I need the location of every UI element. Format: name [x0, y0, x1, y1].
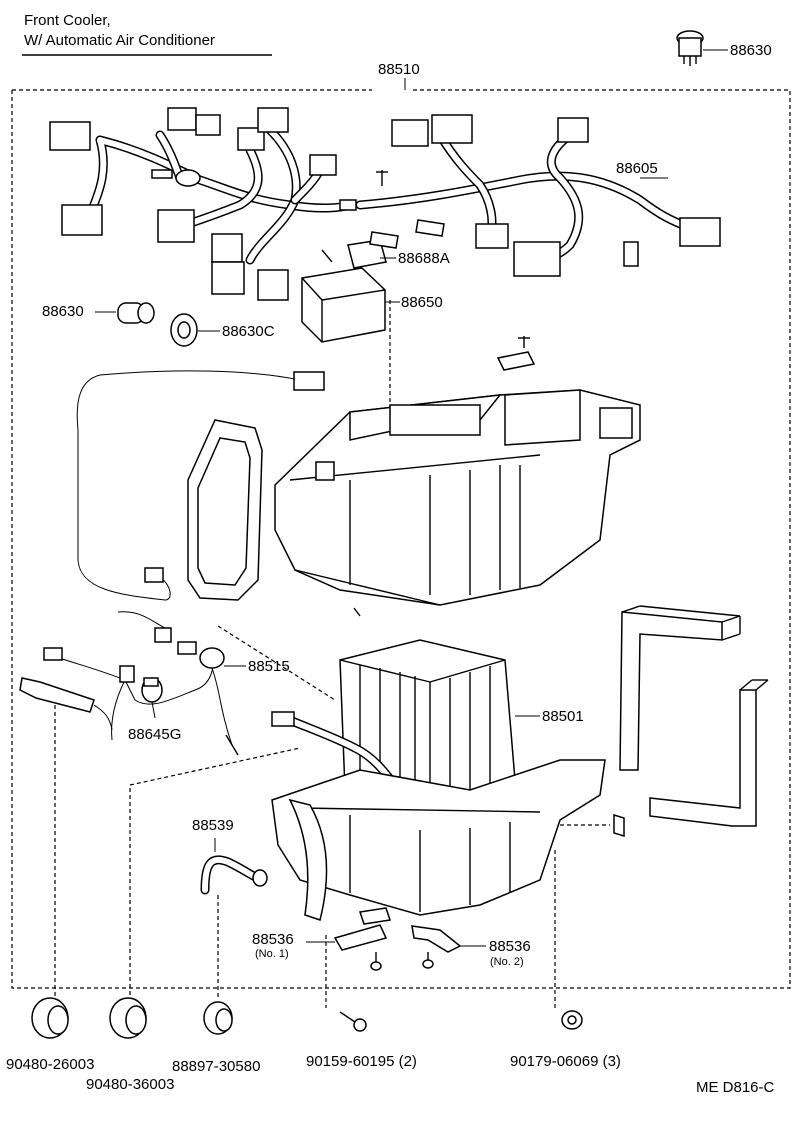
label-88645g: 88645G: [128, 726, 182, 743]
duct-pipe-2: [649, 679, 769, 827]
plug-90480-36003: [109, 997, 147, 1039]
upper-case: [274, 389, 641, 617]
label-88510: 88510: [378, 61, 420, 78]
sensor-88630-left: [117, 302, 155, 324]
amplifier-88650: [301, 267, 386, 343]
wire-harness-88605: [49, 107, 721, 301]
lower-case: [271, 759, 606, 921]
label-88539: 88539: [192, 817, 234, 834]
label-88650: 88650: [401, 294, 443, 311]
bracket-88536-no1: [333, 907, 391, 951]
label-88501: 88501: [542, 708, 584, 725]
assembly-boundary: [11, 89, 791, 989]
label-88536-no1: 88536: [252, 931, 294, 948]
label-90480-26003: 90480-26003: [6, 1056, 95, 1073]
label-88897-30580: 88897-30580: [172, 1058, 261, 1075]
sensor-88645g: [19, 677, 163, 731]
label-88536-no1-sub: (No. 1): [255, 948, 289, 960]
screw-lower-2: [422, 952, 434, 969]
label-90159-60195: 90159-60195 (2): [306, 1053, 417, 1070]
label-88536-no2: 88536: [489, 938, 531, 955]
grommet-88630c: [170, 313, 198, 347]
hose-88539: [200, 855, 268, 895]
screw-lower-1: [370, 952, 382, 971]
bracket-88536-no2: [411, 925, 462, 953]
diagram-title-line2: W/ Automatic Air Conditioner: [24, 32, 215, 49]
thermistor-88515: [43, 611, 239, 756]
footer-code: ME D816-C: [696, 1079, 775, 1096]
air-filter-frame: [187, 419, 263, 601]
plug-90480-26003: [31, 997, 69, 1039]
nut-90179-06069: [561, 1010, 583, 1030]
screw-90159-60195: [339, 1011, 367, 1032]
label-88630c: 88630C: [222, 323, 275, 340]
diagram-title-line1: Front Cooler,: [24, 12, 111, 29]
label-90179-06069: 90179-06069 (3): [510, 1053, 621, 1070]
label-88536-no2-sub: (No. 2): [490, 956, 524, 968]
clip: [613, 813, 625, 838]
duct-pipe-1: [619, 605, 741, 771]
sensor-88630-top: [676, 30, 704, 66]
small-bracket: [496, 351, 536, 371]
label-88630-top: 88630: [730, 42, 772, 59]
bracket-88688a: [321, 219, 445, 269]
sensor-wire: [76, 370, 301, 601]
label-88688a: 88688A: [398, 250, 450, 267]
label-88605: 88605: [616, 160, 658, 177]
label-90480-36003: 90480-36003: [86, 1076, 175, 1093]
label-88630-left: 88630: [42, 303, 84, 320]
label-88515: 88515: [248, 658, 290, 675]
sensor-wire-connector: [293, 371, 325, 391]
plug-88897-30580: [203, 1001, 233, 1035]
